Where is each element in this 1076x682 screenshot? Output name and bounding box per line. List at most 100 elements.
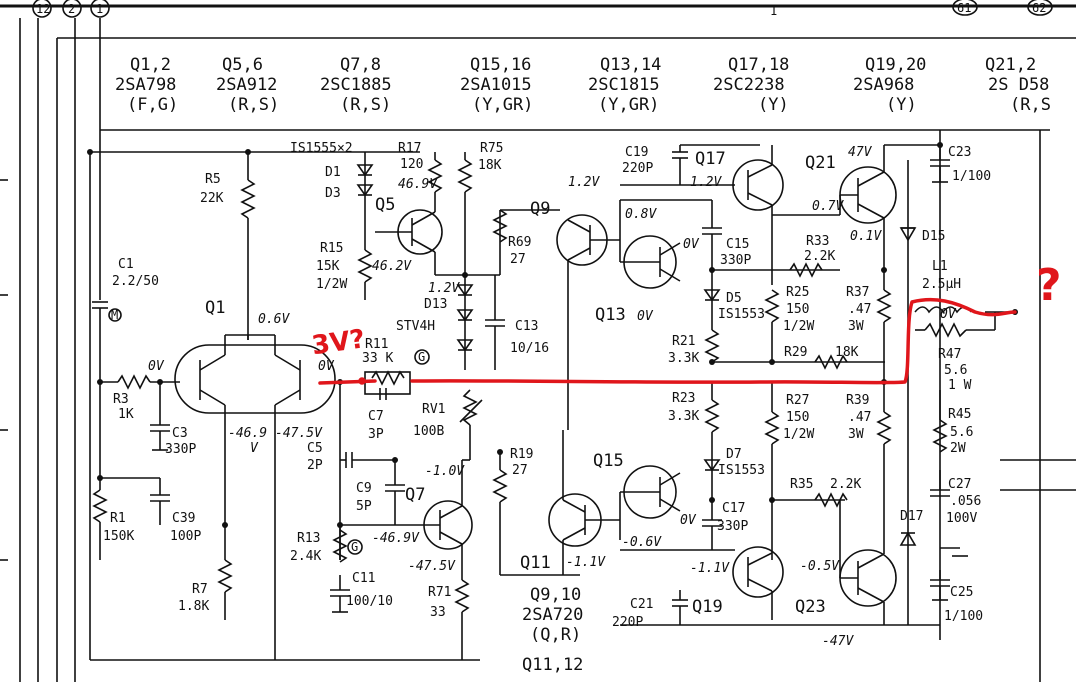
label-q19: Q19 <box>692 597 723 617</box>
label-c15: C15 <box>726 237 749 252</box>
label-r1: R1 <box>110 511 126 526</box>
value-c25: 1/100 <box>944 609 983 624</box>
label-r15: R15 <box>320 241 343 256</box>
value-r7: 1.8K <box>178 599 209 614</box>
label-d1-part: IS1555×2 <box>290 141 353 156</box>
label-q9: Q9 <box>530 199 550 219</box>
label-q5: Q5 <box>375 195 395 215</box>
label-r23: R23 <box>672 391 695 406</box>
label-q21: Q21 <box>805 153 836 173</box>
label-q17: Q17 <box>695 149 726 169</box>
value-r1: 150K <box>103 529 134 544</box>
voltage-q1-collector: 0.6V <box>258 312 290 327</box>
voltage-q15-base: -0.6V <box>622 535 662 550</box>
value-c7: 3P <box>368 427 384 442</box>
power-r27: 1/2W <box>783 427 814 442</box>
tr-group-4-names: Q15,16 <box>470 55 531 75</box>
voltage-d13: 1.2V <box>428 281 460 296</box>
label-r33: R33 <box>806 234 829 249</box>
label-r11: R11 <box>365 337 388 352</box>
label-r29: R29 <box>784 345 807 360</box>
question-mark: ? <box>1036 260 1062 311</box>
power-r25: 1/2W <box>783 319 814 334</box>
tr-group-5-part: 2SC1815 <box>588 75 660 95</box>
value-c5: 2P <box>307 458 323 473</box>
tr-group-1-names: Q1,2 <box>130 55 171 75</box>
voltage-q9-emitter: 1.2V <box>568 175 600 190</box>
voltage-q5-collector: 46.9V <box>398 177 438 192</box>
voltage-q1-base-right: 0V <box>318 359 335 374</box>
value-c21: 220P <box>612 615 643 630</box>
voltage-r15: 46.2V <box>372 259 412 274</box>
value-rv1: 100B <box>413 424 444 439</box>
label-rv1: RV1 <box>422 402 445 417</box>
label-r37: R37 <box>846 285 869 300</box>
voltage-q7-base: -46.9V <box>372 531 420 546</box>
power-r37: 3W <box>848 319 864 334</box>
voltage-q21-emitter: 0.1V <box>850 229 882 244</box>
terminal-62: 62 <box>1032 1 1046 15</box>
label-q1: Q1 <box>205 298 225 318</box>
label-c17: C17 <box>722 501 745 516</box>
value-c3: 330P <box>165 442 196 457</box>
voltage-q7-collector: -1.0V <box>425 464 465 479</box>
label-r69: R69 <box>508 235 531 250</box>
tr-group-8-grade: (R,S <box>1010 95 1051 115</box>
label-c21: C21 <box>630 597 653 612</box>
tr-group-2-grade: (R,S) <box>228 95 279 115</box>
label-c3: C3 <box>172 426 188 441</box>
value-r29: 18K <box>835 345 859 360</box>
tr-group-2-names: Q5,6 <box>222 55 263 75</box>
tr-group-5-names: Q13,14 <box>600 55 661 75</box>
terminal-circles: 12 2 1 61 62 1 <box>32 0 1053 18</box>
voltage-q13-collector: 0.8V <box>625 207 657 222</box>
label-r39: R39 <box>846 393 869 408</box>
value-r45: 5.6 <box>950 425 973 440</box>
value-c19: 220P <box>622 161 653 176</box>
label-r5: R5 <box>205 172 221 187</box>
label-r7: R7 <box>192 582 208 597</box>
tr-group-7-grade: (Y) <box>886 95 917 115</box>
terminal-2: 2 <box>68 2 75 16</box>
tr-group-2-part: 2SA912 <box>216 75 277 95</box>
voltage-output: 0V <box>940 307 957 322</box>
tr-group-6-grade: (Y) <box>758 95 789 115</box>
voltage-q23-base: -0.5V <box>800 559 840 574</box>
label-c23: C23 <box>948 145 971 160</box>
grade-q9-10: (Q,R) <box>530 625 581 645</box>
trace-start-mark <box>358 377 366 385</box>
value-r11: 33 K <box>362 351 393 366</box>
label-l1: L1 <box>932 259 948 274</box>
label-c11: C11 <box>352 571 375 586</box>
tr-group-5-grade: (Y,GR) <box>598 95 659 115</box>
label-c25: C25 <box>950 585 973 600</box>
tr-group-7-names: Q19,20 <box>865 55 926 75</box>
terminal-61: 61 <box>957 1 971 15</box>
marker-m: M <box>111 308 118 322</box>
value-d5: IS1553 <box>718 307 765 322</box>
value-r27: 150 <box>786 410 809 425</box>
voltage-q1-base-left: 0V <box>148 359 165 374</box>
label-r45: R45 <box>948 407 971 422</box>
value-d13: STV4H <box>396 319 435 334</box>
value-r35: 2.2K <box>830 477 861 492</box>
top-mark: 1 <box>770 4 777 18</box>
label-c5: C5 <box>307 441 323 456</box>
tr-group-4-part: 2SA1015 <box>460 75 532 95</box>
red-annotations: 3V? ? <box>310 260 1062 385</box>
value-r17: 120 <box>400 157 423 172</box>
tr-group-8-part: 2S D58 <box>988 75 1049 95</box>
tr-group-8-names: Q21,2 <box>985 55 1036 75</box>
label-q23: Q23 <box>795 597 826 617</box>
voltage-negative-rail: -47V <box>822 634 854 649</box>
tr-group-3-grade: (R,S) <box>340 95 391 115</box>
label-d7: D7 <box>726 447 742 462</box>
value-c23: 1/100 <box>952 169 991 184</box>
label-c1: C1 <box>118 257 134 272</box>
value-c11: 100/10 <box>346 594 393 609</box>
value-r19: 27 <box>512 463 528 478</box>
voltage-q15-emitter: 0V <box>680 513 697 528</box>
label-c27: C27 <box>948 477 971 492</box>
tr-group-4-grade: (Y,GR) <box>472 95 533 115</box>
transistor-table: Q1,2 2SA798 (F,G) Q5,6 2SA912 (R,S) Q7,8… <box>115 55 1051 115</box>
